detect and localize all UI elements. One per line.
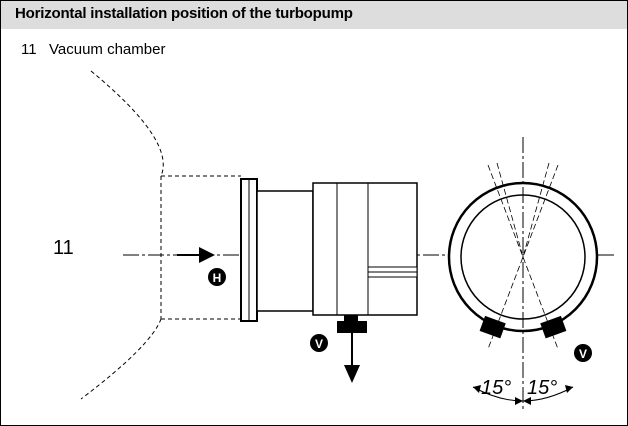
vacuum-chamber-outline — [80, 70, 164, 400]
marker-v-right-circle — [574, 344, 592, 362]
vent-valve-top — [344, 315, 358, 321]
angle-label-left: 15° — [481, 377, 511, 399]
vent-valve-right-end-view — [540, 315, 567, 339]
vent-valve-body — [337, 321, 367, 333]
marker-h-circle — [208, 268, 226, 286]
angle-line-left-upper — [496, 162, 524, 258]
vent-valve-left-end-view — [479, 315, 506, 339]
angle-line-left — [487, 164, 559, 350]
marker-v-left-circle — [310, 334, 328, 352]
marker-v-right-label: V — [579, 347, 587, 361]
marker-h-label: H — [213, 271, 222, 285]
pump-body-front — [256, 190, 314, 312]
angle-label-right: 15° — [527, 377, 557, 399]
angle-arc-right-tick-a — [523, 397, 531, 405]
angle-arc-left-tick-b — [515, 397, 523, 405]
legend-text: Vacuum chamber — [49, 41, 166, 58]
inlet-arrow-head — [199, 247, 215, 263]
angle-arc-right-tick-b — [565, 385, 573, 393]
angle-line-right-upper — [522, 162, 550, 258]
pump-body-rear — [312, 182, 418, 316]
angle-line-right — [487, 164, 559, 350]
chamber-label: 11 — [53, 237, 74, 259]
vent-arrow-head — [344, 365, 360, 383]
legend-number: 11 — [21, 41, 37, 58]
figure-title: Horizontal installation position of the … — [15, 5, 353, 22]
title-bar: Horizontal installation position of the … — [1, 1, 627, 29]
angle-arc-left-tick-a — [473, 385, 481, 393]
legend: 11 Vacuum chamber — [21, 41, 165, 58]
marker-v-left-label: V — [315, 337, 323, 351]
